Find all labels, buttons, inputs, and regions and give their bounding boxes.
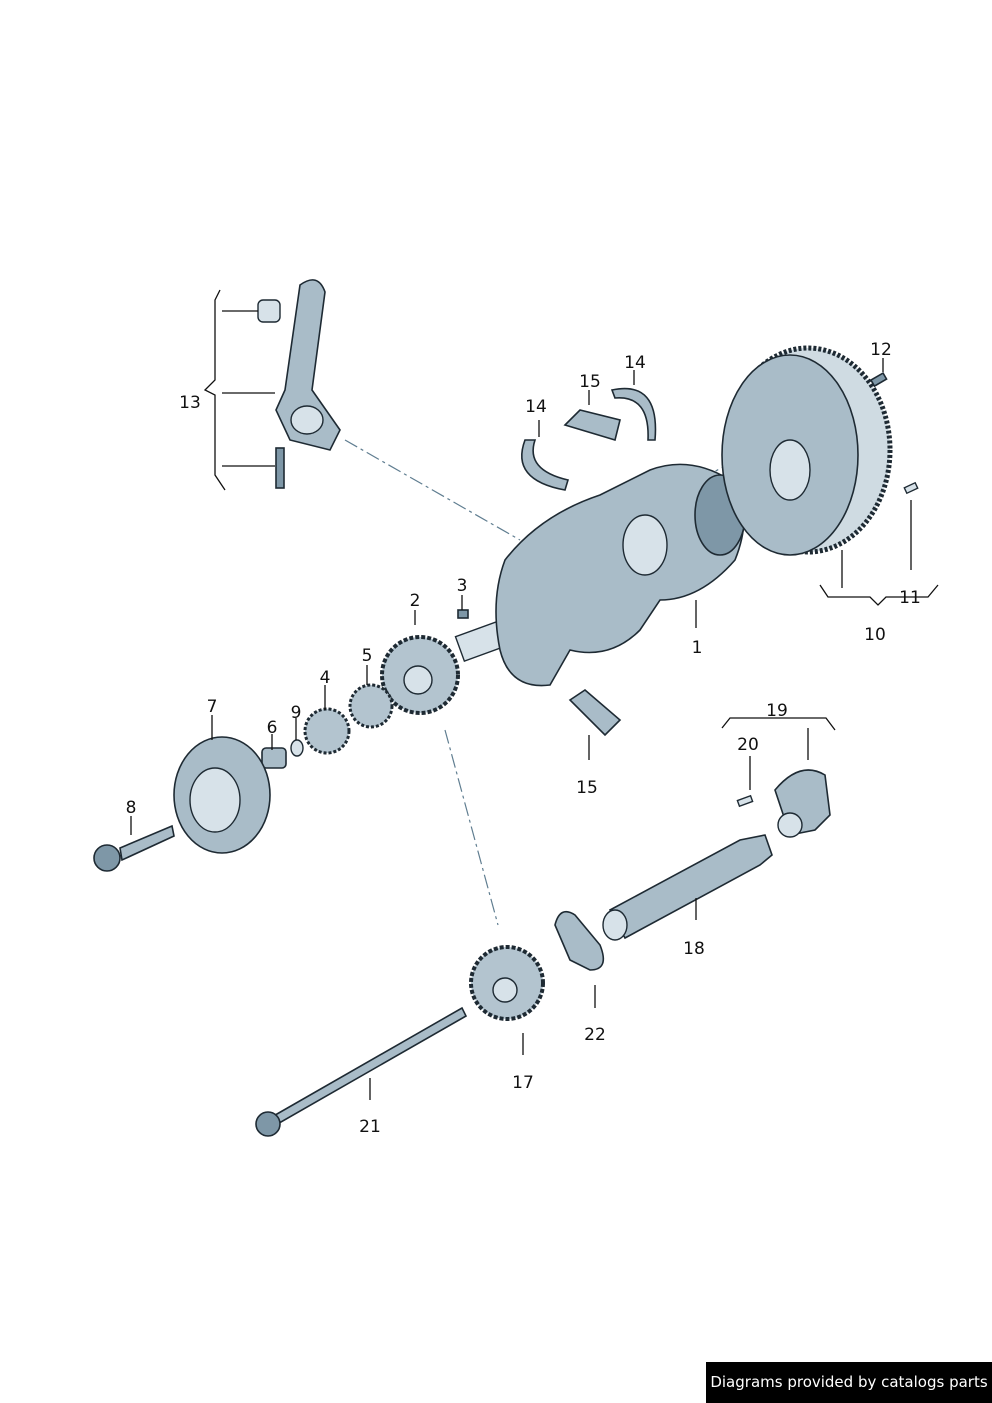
callout-14b: 14: [624, 353, 646, 373]
callout-11: 11: [899, 588, 921, 608]
small-end-bushing: [257, 299, 281, 323]
sprocket-4[interactable]: [303, 707, 351, 755]
conrod-bolt: [275, 447, 285, 489]
callout-13: 13: [179, 393, 201, 413]
callout-1: 1: [692, 638, 703, 658]
callout-6: 6: [267, 718, 278, 738]
callout-2: 2: [410, 591, 421, 611]
pin: [736, 794, 754, 808]
gasket[interactable]: [554, 910, 605, 971]
attribution-banner: Diagrams provided by catalogs parts: [706, 1362, 992, 1403]
callout-10: 10: [864, 625, 886, 645]
callout-18: 18: [683, 939, 705, 959]
pulley[interactable]: [173, 736, 271, 854]
callout-14a: 14: [525, 397, 547, 417]
callout-21: 21: [359, 1117, 381, 1137]
bearing-shell-upper[interactable]: [563, 409, 621, 442]
long-bolt[interactable]: [255, 1006, 468, 1137]
callout-22: 22: [584, 1025, 606, 1045]
callout-17: 17: [512, 1073, 534, 1093]
bearing-shell-lower[interactable]: [568, 688, 622, 737]
spacer: [261, 747, 287, 769]
thrust-washer[interactable]: [521, 439, 570, 491]
callout-20: 20: [737, 735, 759, 755]
callout-12: 12: [870, 340, 892, 360]
balance-shaft[interactable]: [602, 834, 773, 941]
connecting-rod[interactable]: [257, 279, 341, 489]
callout-5: 5: [362, 646, 373, 666]
callout-3: 3: [457, 576, 468, 596]
callout-4: 4: [320, 668, 331, 688]
thrust-washer[interactable]: [610, 387, 657, 441]
pulley-bolt[interactable]: [93, 824, 175, 872]
axis-line-conrod: [344, 439, 521, 541]
woodruff-key: [457, 609, 469, 619]
crankshaft[interactable]: [454, 463, 746, 687]
callout-7: 7: [207, 697, 218, 717]
flywheel-bolt: [869, 371, 888, 388]
callout-15a: 15: [579, 372, 601, 392]
flywheel[interactable]: [721, 345, 893, 556]
leader-lines: [130, 289, 939, 1100]
washer: [290, 739, 304, 757]
callout-9: 9: [291, 703, 302, 723]
counterweight[interactable]: [774, 769, 831, 838]
axis-line-gear: [444, 729, 499, 926]
sprocket-5[interactable]: [348, 683, 394, 729]
callout-15b: 15: [576, 778, 598, 798]
callout-19: 19: [766, 701, 788, 721]
callout-8: 8: [126, 798, 137, 818]
dowel-pin: [903, 481, 919, 495]
